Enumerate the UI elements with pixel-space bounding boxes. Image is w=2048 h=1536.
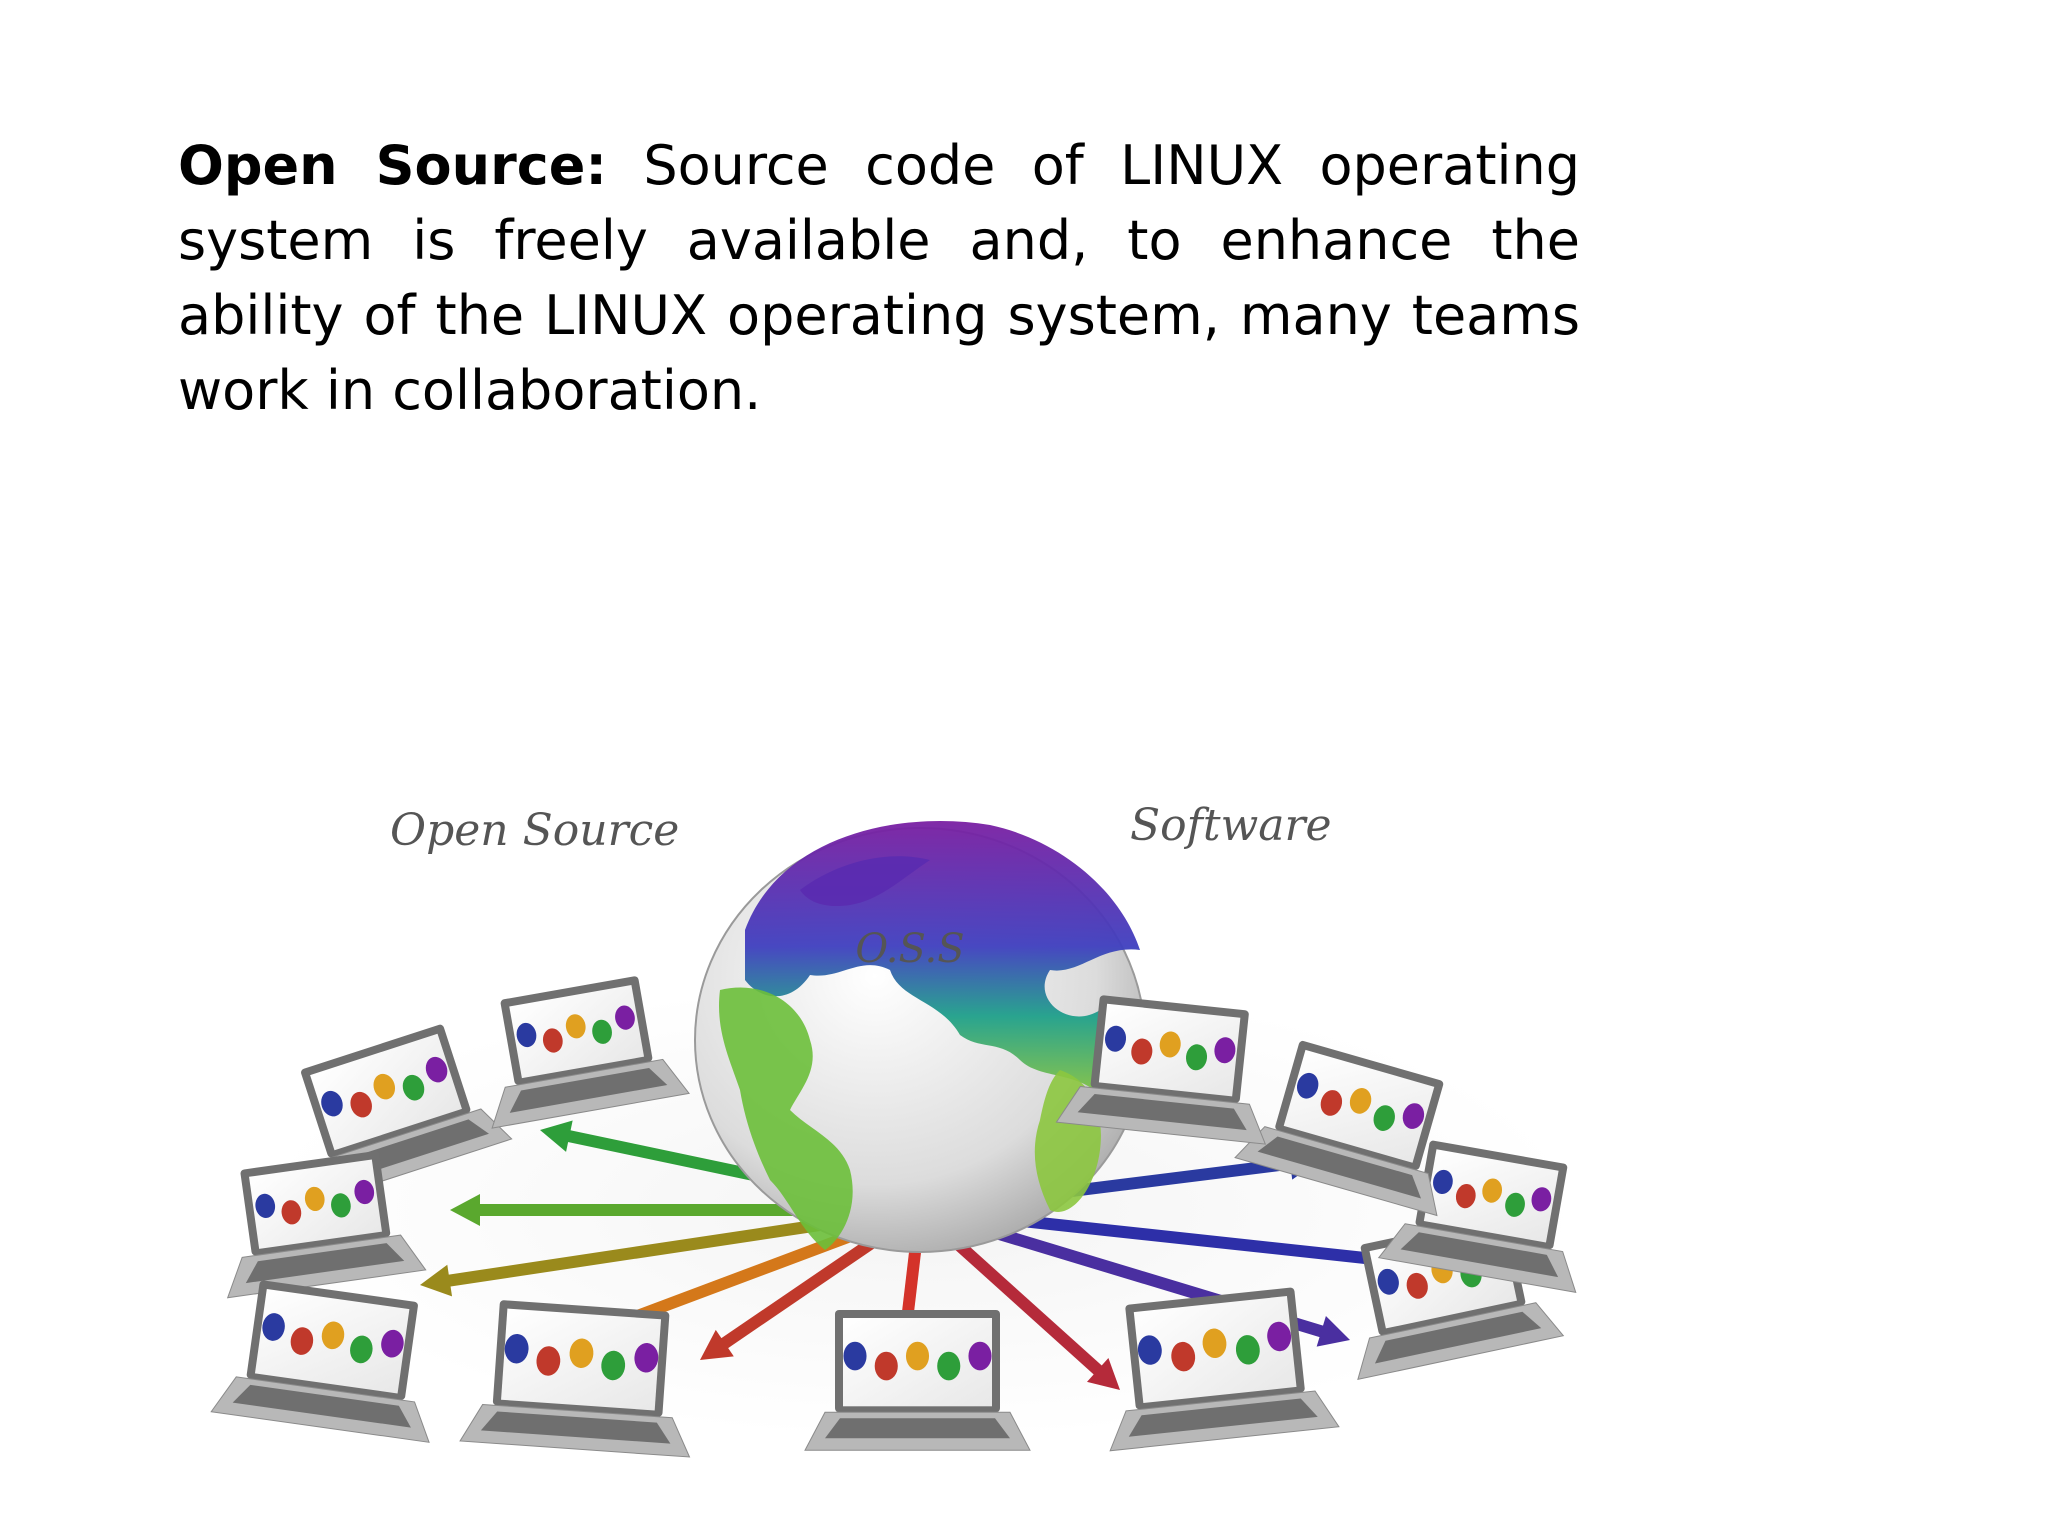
arrow-icon [420,1264,453,1297]
laptop-icon [1055,995,1267,1145]
term-heading: Open Source: [178,134,607,197]
laptop-icon [804,1310,1031,1451]
caption-left: Open Source [390,805,679,856]
globe-icon: O.S.S [694,820,1146,1253]
arrow-icon [700,1329,734,1360]
slide-body-text: Open Source: Source code of LINUX operat… [178,128,1580,428]
oss-illustration: O.S.S Open Source Software [200,740,1640,1460]
caption-right: Software [1130,800,1332,851]
arrow-icon [1086,1358,1120,1390]
laptop-icon [210,1280,430,1443]
laptop-icon [1234,1040,1444,1217]
laptop-icon [1377,1140,1577,1294]
laptops-group [210,976,1577,1458]
laptop-icon [491,976,690,1129]
arrow-icon [450,1194,480,1226]
arrow-icon [540,1120,573,1152]
arrow-shaft [945,1232,1110,1382]
arrow-icon [1316,1316,1350,1347]
globe-label: O.S.S [855,926,964,972]
laptop-icon [226,1151,427,1299]
laptop-icon [459,1300,691,1458]
oss-diagram: O.S.S Open Source Software [210,800,1580,1458]
term-description: Source code of LINUX operating system is… [178,134,1580,422]
laptop-icon [1109,1287,1340,1452]
arrow-shaft [713,1227,891,1354]
laptop-icon [301,1024,513,1205]
